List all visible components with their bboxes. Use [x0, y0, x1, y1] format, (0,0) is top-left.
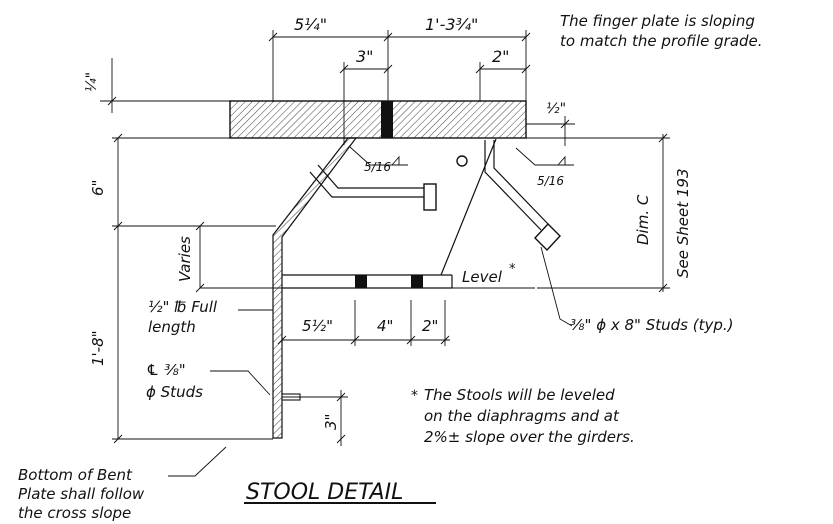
level-slot-1 — [355, 275, 367, 288]
three-inch-dim — [300, 390, 348, 446]
finger-plate — [229, 100, 527, 139]
star-note-2: on the diaphragms and at — [424, 407, 620, 425]
dim-c — [526, 133, 670, 293]
studs-typ-label: ⅜" ϕ x 8" Studs (typ.) — [570, 316, 734, 334]
centerline-studs-1: ℄ ⅜" — [146, 361, 186, 379]
note-finger-plate-1: The finger plate is sloping — [560, 12, 755, 30]
leaders — [168, 146, 573, 477]
star-note-1: The Stools will be leveled — [424, 386, 615, 404]
plate-label-2: length — [148, 318, 196, 336]
bottom-note-2: Plate shall follow — [18, 485, 145, 503]
see-sheet-label: See Sheet 193 — [674, 168, 692, 278]
dim-mid-2: 2" — [492, 47, 510, 66]
bottom-note-1: Bottom of Bent — [18, 466, 133, 484]
dim-varies: Varies — [176, 236, 194, 282]
note-finger-plate-2: to match the profile grade. — [560, 32, 763, 50]
top-dimensions — [268, 30, 531, 145]
star-note-mark: * — [411, 388, 418, 404]
dim-mid-3: 3" — [356, 47, 374, 66]
weld-symbol-2 — [547, 155, 574, 166]
dim-bottom-4: 4" — [377, 317, 393, 335]
level-star: * — [509, 262, 516, 277]
weld-symbol-1 — [380, 155, 408, 166]
dim-bottom-5half: 5½" — [302, 317, 333, 335]
weld-size-1: 5/16 — [364, 160, 391, 174]
dim-c-label: Dim. C — [634, 194, 652, 245]
stool-outline — [282, 138, 497, 289]
bottom-note-3: the cross slope — [18, 504, 131, 522]
half-dim — [526, 116, 575, 146]
dim-half: ½" — [546, 101, 566, 117]
left-vertical-dims — [112, 133, 348, 444]
quarter-dim — [100, 58, 230, 113]
dim-six: 6" — [89, 180, 107, 196]
finger-plate-slot — [381, 101, 393, 138]
dim-bottom-2: 2" — [422, 317, 438, 335]
plate-label-1: ½" ℔ Full — [148, 298, 218, 316]
level-slot-2 — [411, 275, 423, 288]
dim-one-eight: 1'-8" — [89, 330, 107, 366]
weld-size-2: 5/16 — [537, 174, 564, 188]
star-note-3: 2%± slope over the girders. — [424, 428, 635, 446]
stud-upper — [309, 164, 437, 211]
stud-bottom — [281, 393, 301, 401]
dim-three-bottom: 3" — [322, 414, 340, 430]
bottom-dims — [277, 300, 450, 346]
hole-circle — [456, 155, 468, 167]
dim-top-left: 5¼" — [294, 15, 327, 34]
dim-quarter: ¼" — [84, 72, 100, 92]
dim-top-right: 1'-3¾" — [425, 15, 478, 34]
stud-right — [484, 140, 561, 252]
level-label: Level — [462, 268, 503, 286]
centerline-studs-2: ϕ Studs — [146, 383, 203, 401]
drawing-title: STOOL DETAIL — [246, 480, 403, 505]
bent-plate — [272, 137, 358, 439]
